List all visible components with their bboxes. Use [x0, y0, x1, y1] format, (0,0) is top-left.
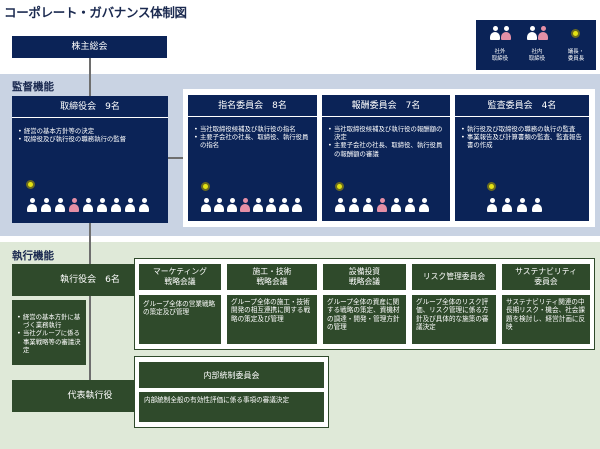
committee-divider [188, 116, 317, 117]
director-icon [214, 198, 224, 212]
internal-control-desc: 内部統制全般の有効性評価に係る事項の審議決定 [139, 392, 324, 422]
director-icon [349, 198, 359, 212]
capex-meeting-title: 設備投資 戦略会議 [323, 264, 406, 290]
executive-meeting-duties: 経営の基本方針に基づく業務執行 当社グループに係る事業戦略等の審議決定 [17, 313, 85, 354]
chair-icon [201, 182, 210, 191]
connector-line [89, 58, 91, 96]
board-duty: 取締役及び執行役の職務執行の監督 [18, 135, 164, 143]
audit-committee-box: 監査委員会 4名 執行役及び取締役の職務の執行の監査 事業報告及び計算書類の監査… [455, 95, 589, 221]
director-icon [201, 198, 211, 212]
director-icon [279, 198, 289, 212]
risk-committee-desc: グループ全体のリスク評価、リスク管理に係る方針及び具体的な施策の審議決定 [412, 295, 496, 344]
director-icon [97, 198, 107, 212]
executive-duty: 当社グループに係る事業戦略等の審議決定 [17, 329, 85, 354]
director-icon [83, 198, 93, 212]
director-icon [27, 198, 37, 212]
director-icon [292, 198, 302, 212]
director-icon [335, 198, 345, 212]
director-icon [419, 198, 429, 212]
outside-director-icon [501, 26, 511, 40]
director-icon [125, 198, 135, 212]
sustainability-committee-desc: サステナビリティ関連の中長期リスク・機会、社会課題を検討し、経営計画に反映 [502, 295, 590, 344]
committee-duty: 主要子会社の社長、取締役、執行役員の指名 [194, 133, 314, 149]
nomination-committee-title: 指名委員会 8名 [218, 100, 287, 111]
committee-duty: 当社取締役候補及び執行役の報酬額の決定 [328, 125, 447, 141]
legend-chair-label: 議長・ 委員長 [567, 49, 585, 62]
chair-icon [487, 182, 496, 191]
executive-duty: 経営の基本方針に基づく業務執行 [17, 313, 85, 329]
director-icon [55, 198, 65, 212]
director-icon [41, 198, 51, 212]
director-icon [517, 198, 527, 212]
connector-line [89, 223, 91, 264]
internal-control-title: 内部統制委員会 [139, 362, 324, 388]
committee-duty: 当社取締役候補及び執行役の指名 [194, 125, 314, 133]
risk-committee-title: リスク管理委員会 [412, 264, 496, 290]
marketing-meeting-desc: グループ全体の営業戦略の策定及び管理 [139, 295, 221, 344]
committee-duty: 事業報告及び計算書類の監査、監査報告書の作成 [461, 133, 586, 149]
executive-meeting-duties-box: 経営の基本方針に基づく業務執行 当社グループに係る事業戦略等の審議決定 [12, 300, 86, 365]
page-title: コーポレート・ガバナンス体制図 [4, 5, 187, 20]
director-icon [139, 198, 149, 212]
chair-icon [571, 29, 580, 38]
audit-committee-duties: 執行役及び取締役の職務の執行の監査 事業報告及び計算書類の監査、監査報告書の作成 [461, 125, 586, 150]
director-icon [253, 198, 263, 212]
inside-director-icon [527, 26, 537, 40]
inside-director-icon [538, 26, 548, 40]
execution-label: 執行機能 [12, 250, 54, 262]
board-duties: 経営の基本方針等の決定 取締役及び執行役の職務執行の監督 [18, 127, 164, 143]
marketing-meeting-title: マーケティング 戦略会議 [139, 264, 221, 290]
chair-icon [26, 180, 35, 189]
outside-director-icon [490, 26, 500, 40]
legend-outside-label: 社外 取締役 [491, 49, 509, 62]
director-icon [502, 198, 512, 212]
connector-line [168, 157, 183, 159]
construction-meeting-desc: グループ全体の施工・技術開発の相互連携に関する戦略の策定及び管理 [227, 295, 317, 344]
sustainability-committee-title: サステナビリティ 委員会 [502, 264, 590, 290]
board-divider [12, 117, 168, 118]
director-icon [532, 198, 542, 212]
nomination-committee-duties: 当社取締役候補及び執行役の指名 主要子会社の社長、取締役、執行役員の指名 [194, 125, 314, 150]
director-icon [240, 198, 250, 212]
director-icon [69, 198, 79, 212]
director-icon [405, 198, 415, 212]
director-icon [227, 198, 237, 212]
director-icon [377, 198, 387, 212]
committee-duty: 主要子会社の社長、取締役、執行役員の報酬額の審議 [328, 141, 447, 157]
director-icon [487, 198, 497, 212]
construction-meeting-title: 施工・技術 戦略会議 [227, 264, 317, 290]
committee-divider [455, 116, 589, 117]
director-icon [363, 198, 373, 212]
board-title: 取締役会 9名 [60, 101, 120, 112]
compensation-committee-box: 報酬委員会 7名 当社取締役候補及び執行役の報酬額の決定 主要子会社の社長、取締… [322, 95, 450, 221]
capex-meeting-desc: グループ全体の資産に関する戦略の策定、資機材の調達・開発・管理方針の管理 [323, 295, 406, 344]
committee-divider [322, 116, 450, 117]
board-box: 取締役会 9名 経営の基本方針等の決定 取締役及び執行役の職務執行の監督 [12, 96, 168, 223]
director-icon [266, 198, 276, 212]
compensation-committee-title: 報酬委員会 7名 [351, 100, 421, 111]
shareholders-meeting-box: 株主総会 [12, 36, 167, 58]
board-duty: 経営の基本方針等の決定 [18, 127, 164, 135]
connector-line [89, 296, 91, 382]
committee-duty: 執行役及び取締役の職務の執行の監査 [461, 125, 586, 133]
audit-committee-title: 監査委員会 4名 [487, 100, 557, 111]
supervision-label: 監督機能 [12, 81, 54, 93]
director-icon [111, 198, 121, 212]
compensation-committee-duties: 当社取締役候補及び執行役の報酬額の決定 主要子会社の社長、取締役、執行役員の報酬… [328, 125, 447, 158]
legend-inside-label: 社内 取締役 [528, 49, 546, 62]
legend: 社外 取締役 社内 取締役 議長・ 委員長 [476, 20, 596, 70]
nomination-committee-box: 指名委員会 8名 当社取締役候補及び執行役の指名 主要子会社の社長、取締役、執行… [188, 95, 317, 221]
director-icon [391, 198, 401, 212]
chair-icon [335, 182, 344, 191]
